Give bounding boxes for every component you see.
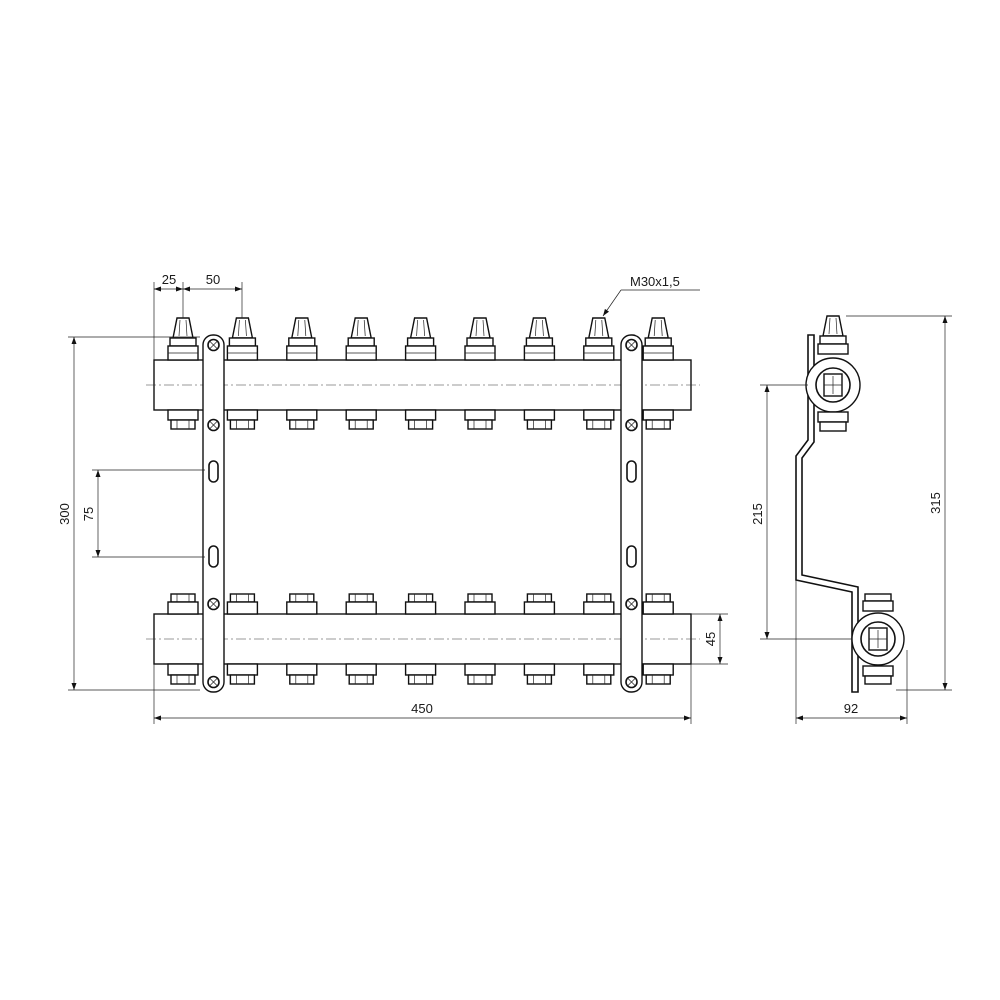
top-bar-fitting-8 — [583, 409, 615, 430]
top-bar-fitting-6 — [464, 409, 496, 430]
outlet-pitch-label: 50 — [206, 272, 220, 287]
overall-height-label: 300 — [57, 503, 72, 525]
right-mounting-bracket — [620, 334, 643, 693]
side-bracket — [795, 334, 859, 693]
bottom-bar-lower-fitting-3 — [286, 663, 318, 685]
slot-spacing-label: 75 — [81, 507, 96, 521]
bottom-bar-lower-fitting-9 — [642, 663, 674, 685]
bottom-bar-lower-fitting-6 — [464, 663, 496, 685]
bottom-bar-top-fitting-6 — [464, 593, 496, 615]
bottom-bar-top-fitting-9 — [642, 593, 674, 615]
bottom-bar-lower-fitting-5 — [404, 663, 437, 685]
side-view: 215 315 92 — [750, 315, 952, 724]
side-bottom-fitting — [851, 593, 905, 685]
slot-spacing-dimension: 75 — [81, 469, 205, 558]
bar-height-dimension: 45 — [691, 613, 728, 665]
overall-width-dimension: 450 — [153, 664, 692, 724]
valve-9 — [642, 317, 674, 361]
side-top-valve — [805, 315, 861, 432]
bottom-bar-lower-fitting-7 — [523, 663, 556, 685]
valve-3 — [286, 317, 318, 361]
overall-width-label: 450 — [411, 701, 433, 716]
top-bar-fitting-7 — [523, 409, 556, 430]
bottom-bar-lower-fittings — [167, 663, 674, 685]
side-overall-height-dimension: 315 — [846, 315, 952, 691]
valve-2 — [226, 317, 259, 361]
bottom-bar-top-fitting-3 — [286, 593, 318, 615]
overall-height-dimension: 300 — [57, 336, 200, 691]
thread-callout-label: M30x1,5 — [630, 274, 680, 289]
valve-8 — [583, 317, 615, 361]
bottom-bar-top-fitting-8 — [583, 593, 615, 615]
top-manifold-bar — [146, 359, 700, 411]
valve-6 — [464, 317, 496, 361]
bottom-bar-lower-fitting-1 — [167, 663, 199, 685]
top-bar-fitting-3 — [286, 409, 318, 430]
side-overall-height-label: 315 — [928, 492, 943, 514]
top-bar-fitting-4 — [345, 409, 377, 430]
side-axis-distance-dimension: 215 — [750, 384, 852, 640]
bottom-bar-top-fitting-4 — [345, 593, 377, 615]
top-bar-fitting-1 — [167, 409, 199, 430]
bottom-bar-lower-fitting-4 — [345, 663, 377, 685]
outlet-offset-label: 25 — [162, 272, 176, 287]
side-depth-label: 92 — [844, 701, 858, 716]
top-bar-lower-fittings — [167, 409, 674, 430]
valve-1 — [167, 317, 199, 361]
bottom-manifold-bar — [146, 613, 700, 665]
thread-callout: M30x1,5 — [602, 274, 700, 317]
bottom-bar-top-fitting-2 — [226, 593, 259, 615]
valve-5 — [404, 317, 437, 361]
bar-height-label: 45 — [703, 632, 718, 646]
bottom-bar-top-fitting-7 — [523, 593, 556, 615]
bottom-bar-lower-fitting-2 — [226, 663, 259, 685]
top-bar-fitting-5 — [404, 409, 437, 430]
left-mounting-bracket — [202, 334, 225, 693]
bottom-bar-top-fitting-5 — [404, 593, 437, 615]
valve-7 — [523, 317, 556, 361]
top-bar-fitting-2 — [226, 409, 259, 430]
valve-4 — [345, 317, 377, 361]
side-depth-dimension: 92 — [795, 580, 908, 724]
front-view: 25 50 M30x1,5 300 75 45 — [57, 272, 728, 724]
bottom-bar-lower-fitting-8 — [583, 663, 615, 685]
axis-distance-label: 215 — [750, 503, 765, 525]
top-bar-fitting-9 — [642, 409, 674, 430]
bottom-bar-upper-fittings — [167, 593, 674, 615]
bottom-bar-top-fitting-1 — [167, 593, 199, 615]
top-valve-row — [167, 317, 674, 361]
pitch-dimension: 25 50 — [153, 272, 243, 360]
